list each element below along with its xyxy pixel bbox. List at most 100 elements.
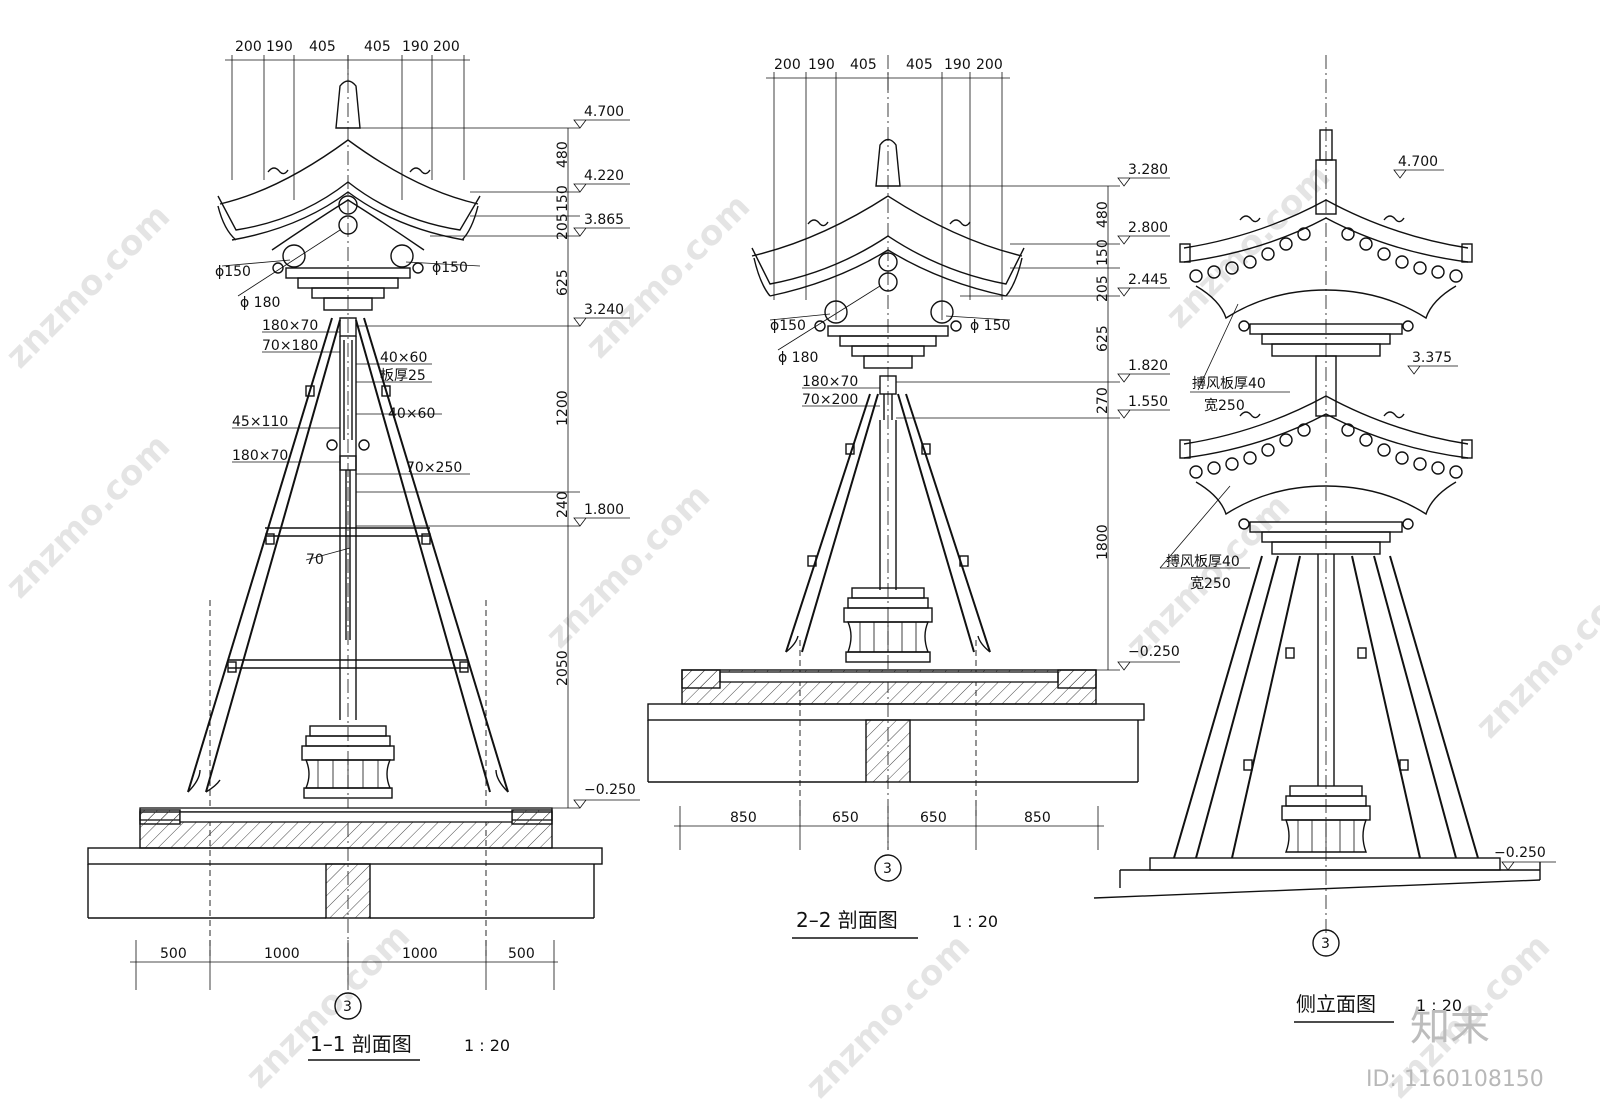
member-annotations: 搏风板厚40 宽250 搏风板厚40 宽250 [1159,303,1290,592]
elevation-label: 3.375 [1412,350,1452,366]
annotation: 宽250 [1190,575,1231,592]
annotation: 70 [306,552,324,568]
column-plinth [301,725,395,799]
axis-number: 3 [1321,936,1330,952]
elevation-label: 3.280 [1128,162,1168,178]
elevation-markers: 4.700 3.375 −0.250 [1393,154,1556,871]
dim-label: 500 [160,946,187,962]
drawing-title: 侧立面图 [1296,992,1376,1016]
annotation: ϕ150 [770,318,806,334]
watermark-text: znzmo.com [0,426,178,606]
top-dimension-chain: 200 190 405 405 190 200 [225,39,470,200]
elevation-label: 3.865 [584,212,624,228]
vertical-dimension-chain: 480 150 205 625 270 1800 [896,185,1120,671]
top-dimension-chain: 200 190 405 405 190 200 [766,57,1010,320]
elevation-label: −0.250 [584,782,636,798]
dim-label: 1800 [1095,524,1111,560]
elevation-markers: 4.700 4.220 3.865 3.240 1.800 −0.250 [573,104,640,809]
dim-label: 190 [944,57,971,73]
dim-label: 200 [235,39,262,55]
dim-label: 480 [555,141,571,168]
foundation [647,669,1145,783]
column-frame [785,375,991,653]
vertical-dimension-chain: 480 150 205 625 1200 240 2050 [356,127,580,809]
column-plinth [843,587,933,663]
dim-label: 200 [433,39,460,55]
dim-label: 1200 [555,390,571,426]
dim-label: 205 [1095,275,1111,302]
dim-label: 150 [1095,239,1111,266]
roof-structure [751,138,1025,369]
section-1-1: 200 190 405 405 190 200 [87,39,640,1061]
column-frame [187,317,509,793]
dim-label: 625 [1095,325,1111,352]
annotation: ϕ 150 [970,318,1010,334]
watermark-text: znzmo.com [1158,156,1338,336]
upper-roof [1179,199,1473,357]
elevation-label: 4.220 [584,168,624,184]
dim-label: 200 [976,57,1003,73]
column-frame [1173,554,1479,859]
annotation: 40×60 [380,350,427,366]
annotation: 70×200 [802,392,858,408]
annotation: ϕ150 [432,260,468,276]
bottom-dimension-chain: 500 1000 1000 500 [130,940,558,990]
bottom-dimension-chain: 850 650 650 850 [674,806,1104,850]
dim-label: 650 [832,810,859,826]
foundation [87,807,603,919]
elevation-label: 4.700 [1398,154,1438,170]
axis-number: 3 [343,999,352,1015]
annotation: 搏风板厚40 [1192,375,1266,392]
drawing-scale: 1 : 20 [952,912,998,931]
drawing-scale: 1 : 20 [464,1036,510,1055]
dim-label: 270 [1095,387,1111,414]
watermark-text: znzmo.com [238,916,418,1096]
dim-label: 190 [266,39,293,55]
dim-label: 190 [808,57,835,73]
dim-label: 850 [730,810,757,826]
dim-label: 1000 [264,946,300,962]
annotation: 180×70 [232,448,288,464]
dim-label: 405 [309,39,336,55]
side-elevation: 4.700 3.375 −0.250 搏风板厚40 宽250 搏风板厚40 宽2… [1093,55,1556,1023]
dim-label: 405 [906,57,933,73]
dim-label: 850 [1024,810,1051,826]
drawing-title: 1–1 剖面图 [310,1032,412,1056]
dim-label: 240 [555,491,571,518]
dim-label: 500 [508,946,535,962]
section-2-2: 200 190 405 405 190 200 [647,55,1180,939]
annotation: ϕ 180 [778,350,818,366]
axis-bubble [1312,929,1340,957]
member-annotations: ϕ150 ϕ 150 ϕ 180 180×70 70×200 [769,285,1010,408]
elevation-label: 2.445 [1128,272,1168,288]
dim-label: 2050 [555,650,571,686]
dim-label: 150 [555,185,571,212]
annotation: 180×70 [262,318,318,334]
image-id-watermark: ID: 1160108150 [1366,1067,1544,1092]
elevation-label: 2.800 [1128,220,1168,236]
elevation-label: −0.250 [1128,644,1180,660]
dim-label: 1000 [402,946,438,962]
axis-bubble [874,854,902,882]
dim-label: 650 [920,810,947,826]
dim-label: 200 [774,57,801,73]
annotation: 宽250 [1204,397,1245,414]
annotation: 搏风板厚40 [1166,553,1240,570]
annotation: 180×70 [802,374,858,390]
dim-label: 405 [850,57,877,73]
annotation: 40×60 [388,406,435,422]
elevation-markers: 3.280 2.800 2.445 1.820 1.550 −0.250 [1117,162,1180,671]
annotation: ϕ150 [215,264,251,280]
lower-roof [1179,395,1473,555]
elevation-label: 3.240 [584,302,624,318]
annotation: 板厚25 [380,368,426,384]
elevation-label: 1.820 [1128,358,1168,374]
elevation-label: −0.250 [1494,845,1546,861]
drawing-title: 2–2 剖面图 [796,908,898,932]
dim-label: 480 [1095,201,1111,228]
ground-base [1093,857,1541,899]
watermark-text: znzmo.com [0,196,178,376]
dim-label: 205 [555,213,571,240]
dim-label: 190 [402,39,429,55]
